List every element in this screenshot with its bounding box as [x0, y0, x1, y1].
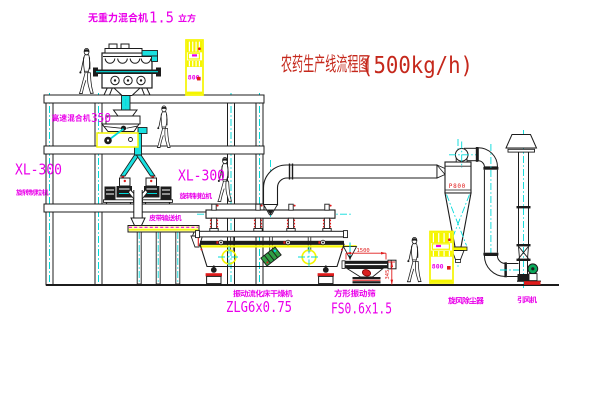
granulator-left — [103, 177, 138, 204]
page-title: 农药生产线流程图 — [281, 48, 370, 77]
fan-duct — [464, 144, 520, 278]
rain-cap-icon — [505, 134, 538, 149]
label-highspeed-mixer: 高速混合机 350 — [52, 110, 112, 125]
label-gravity-mixer-unit: 立方 — [178, 12, 196, 25]
label-mill-right-name: 旋转制粒机 — [180, 192, 213, 202]
label-conveyor: 皮带输送机 — [149, 214, 182, 224]
label-highspeed-mixer-size: 350 — [91, 110, 111, 125]
dim-height-label: 345 — [385, 270, 391, 280]
control-cabinet-2: 800 — [429, 230, 454, 284]
label-mill-right-model: XL-300 — [178, 167, 225, 185]
label-sieve-name: 方形振动筛 — [334, 288, 376, 300]
discharge-chute — [133, 190, 143, 218]
dimension-lines — [345, 251, 395, 285]
induced-draft-fan — [517, 263, 541, 285]
label-highspeed-mixer-name: 高速混合机 — [52, 112, 92, 124]
worker-figure-2 — [156, 105, 171, 148]
label-cyclone: 旋风除尘器 — [448, 296, 484, 307]
label-mill-left-name: 旋转制粒机 — [16, 188, 49, 198]
building-structure — [43, 93, 265, 286]
cabinet-tag: 800 — [432, 263, 444, 271]
cyclone-tag-label: P800 — [449, 183, 466, 190]
granulator-right — [138, 177, 173, 204]
exhaust-stack — [505, 130, 538, 288]
control-cabinet-1: 800 — [185, 39, 204, 96]
label-gravity-mixer-size: 1.5 — [149, 9, 174, 27]
worker-figure-1 — [78, 47, 95, 94]
fluid-bed-dryer — [195, 203, 358, 285]
sieve-motor-icon — [361, 269, 372, 277]
page-title-capacity: (500kg/h) — [361, 53, 473, 79]
label-dryer-model: ZLG6x0.75 — [226, 298, 292, 316]
vibration-motor — [260, 246, 282, 267]
gravity-free-mixer — [93, 43, 161, 96]
label-sieve-model: FS0.6x1.5 — [331, 300, 392, 318]
worker-figure-4 — [406, 236, 422, 283]
label-mill-left-model: XL-300 — [15, 161, 62, 179]
mixer-vent-pipe — [141, 50, 158, 57]
high-speed-mixer — [96, 109, 141, 148]
exhaust-duct — [262, 160, 446, 217]
belt-conveyor — [127, 217, 204, 285]
dim-width-label: 1500 — [357, 248, 370, 254]
label-gravity-mixer: 无重力混合机 1.5 立方 — [88, 9, 196, 27]
label-gravity-mixer-name: 无重力混合机 — [88, 11, 148, 26]
cabinet-tag: 800 — [188, 74, 200, 82]
label-fan: 引风机 — [517, 295, 538, 306]
cyclone-dust-collector: P800 — [444, 139, 479, 268]
label-dryer-name: 振动流化床干燥机 — [233, 289, 293, 300]
